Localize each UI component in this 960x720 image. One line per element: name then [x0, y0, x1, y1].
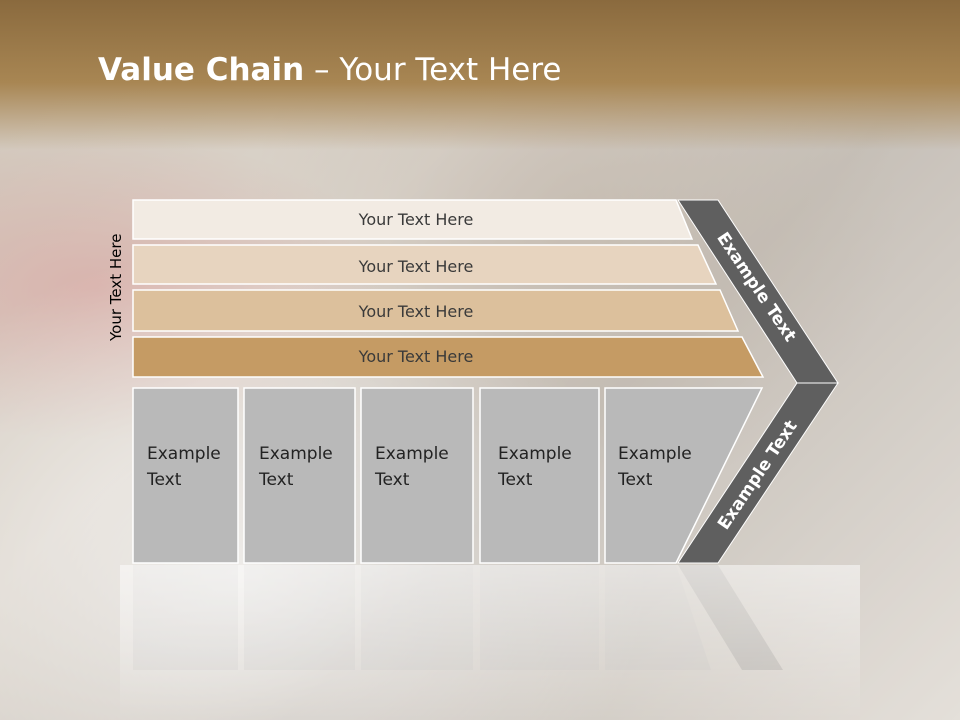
box-1-line1: Example	[147, 444, 221, 464]
slide-title: Value Chain – Your Text Here	[98, 52, 562, 88]
bar-4-label: Your Text Here	[358, 347, 474, 366]
title-rest: Your Text Here	[339, 52, 562, 88]
bar-1-label: Your Text Here	[358, 210, 474, 229]
box-1[interactable]: Example Text	[132, 387, 239, 564]
box-1-line2: Text	[146, 470, 182, 490]
title-bold: Value Chain	[98, 52, 305, 88]
box-5[interactable]: Example Text	[604, 387, 764, 564]
bar-3-label: Your Text Here	[358, 302, 474, 321]
box-3-line2: Text	[374, 470, 410, 490]
box-5-line2: Text	[617, 470, 653, 490]
box-4[interactable]: Example Text	[479, 387, 600, 564]
bar-2-label: Your Text Here	[358, 257, 474, 276]
box-4-line2: Text	[497, 470, 533, 490]
title-band	[0, 0, 960, 150]
box-2-line2: Text	[258, 470, 294, 490]
box-3[interactable]: Example Text	[360, 387, 474, 564]
bar-4[interactable]: Your Text Here	[132, 336, 765, 378]
reflection-fade	[120, 565, 860, 720]
box-4-line1: Example	[498, 444, 572, 464]
box-5-line1: Example	[618, 444, 692, 464]
title-separator: –	[304, 52, 340, 88]
bar-3[interactable]: Your Text Here	[132, 289, 740, 332]
bar-1[interactable]: Your Text Here	[132, 199, 694, 240]
bar-2[interactable]: Your Text Here	[132, 244, 718, 285]
box-2[interactable]: Example Text	[243, 387, 356, 564]
box-3-line1: Example	[375, 444, 449, 464]
box-2-line1: Example	[259, 444, 333, 464]
